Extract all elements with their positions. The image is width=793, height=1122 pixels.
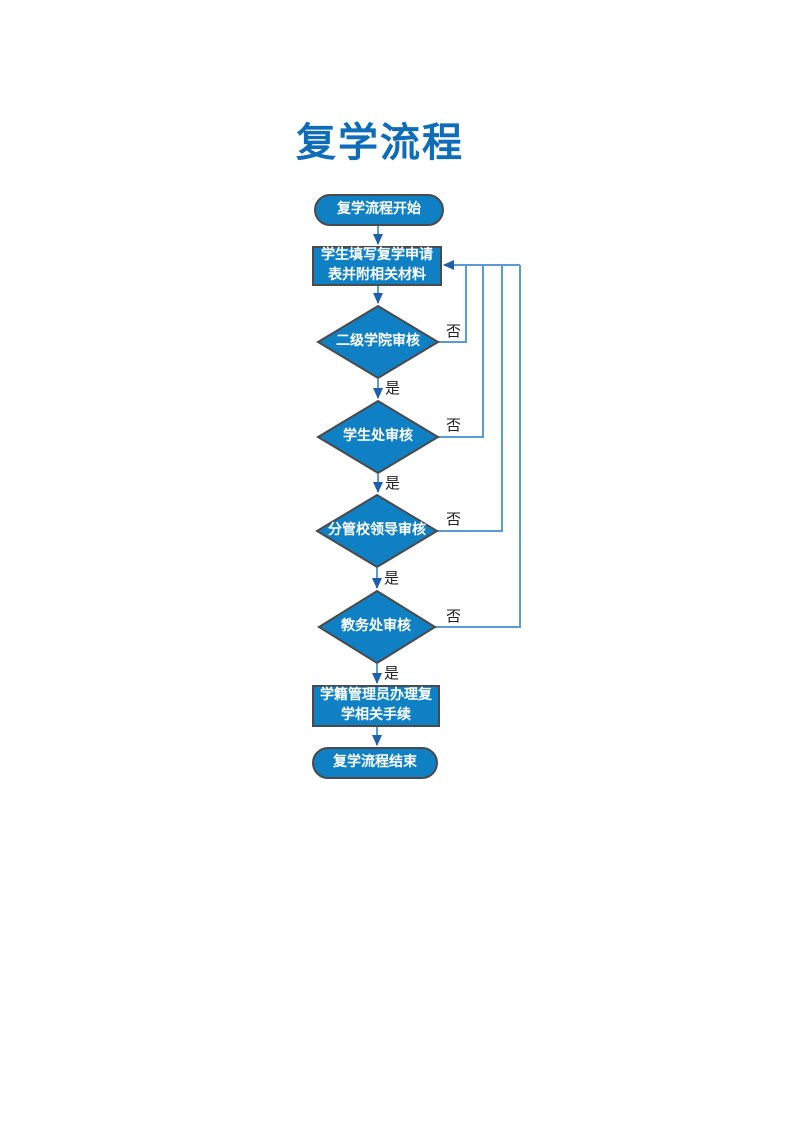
registrar-process-label-text: 学籍管理员办理复学相关手续 <box>320 688 432 723</box>
registrar-process-label: 学籍管理员办理复学相关手续 <box>313 686 439 726</box>
student-dept-review-no-label: 否 <box>446 418 462 434</box>
leader-review-decision-label: 分管校领导审核 <box>328 523 426 539</box>
college-review-no-label: 否 <box>446 324 462 340</box>
academic-review-decision-label: 教务处审核 <box>341 619 411 635</box>
student-dept-review-decision-label: 学生处审核 <box>343 429 413 445</box>
start-terminator-label: 复学流程开始 <box>337 202 421 218</box>
student-dept-review-decision-shape <box>316 399 440 475</box>
college-review-yes-label: 是 <box>385 381 401 397</box>
connector-studentdept-no-loop <box>438 265 484 438</box>
student-dept-review-yes-label: 是 <box>385 476 401 492</box>
end-terminator-label: 复学流程结束 <box>333 755 417 771</box>
connector-college-no-loop <box>438 265 467 343</box>
academic-review-decision-shape <box>317 589 437 665</box>
college-review-decision-shape <box>316 304 440 380</box>
apply-process-shape <box>312 246 442 286</box>
leader-review-no-label: 否 <box>446 512 462 528</box>
registrar-process-shape <box>312 685 440 727</box>
connector-leader-no-loop <box>437 265 503 532</box>
start-terminator-shape <box>314 194 444 226</box>
connector-academic-no-loop <box>435 265 521 628</box>
page-title: 复学流程 <box>296 120 464 165</box>
leader-review-decision-shape <box>315 493 439 569</box>
college-review-decision-label: 二级学院审核 <box>336 334 420 350</box>
apply-process-label-text: 学生填写复学申请表并附相关材料 <box>321 248 433 283</box>
leader-review-yes-label: 是 <box>384 571 400 587</box>
end-terminator-shape <box>312 747 438 779</box>
academic-review-no-label: 否 <box>446 609 462 625</box>
apply-process-label: 学生填写复学申请表并附相关材料 <box>313 247 441 285</box>
academic-review-yes-label: 是 <box>384 666 400 682</box>
